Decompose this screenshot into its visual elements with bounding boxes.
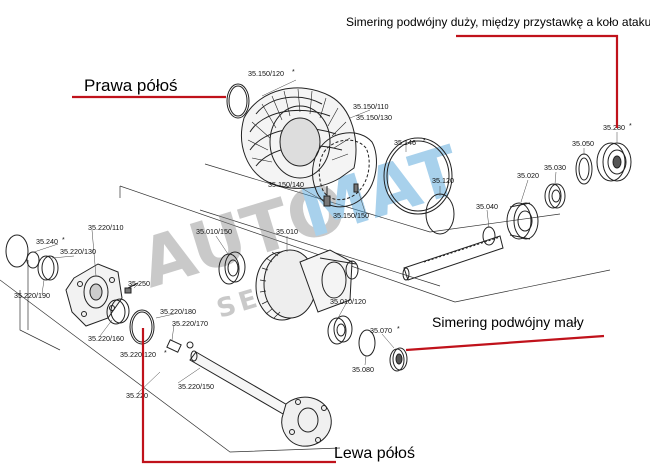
svg-text:*: * [292,69,295,76]
label-35150140: 35.150/140 [268,180,304,189]
axle-shaft-35220150-part [189,350,332,447]
label-35250: 35.250 [128,279,150,288]
label-35220190: 35.220/190 [14,291,50,300]
label-35150130: 35.150/130 [356,113,392,122]
label-35220: 35.220 [126,391,148,400]
callout-right-shaft: Prawa półoś [84,76,178,95]
ring-35050-part [575,153,593,185]
label-35010150: 35.010/150 [196,227,232,236]
label-35020: 35.020 [517,171,539,180]
bushing-35220170-part [166,339,194,353]
bearing-35010150-part [218,251,246,285]
pinion-shaft-part [402,235,504,281]
label-35120: 35.120 [432,176,454,185]
label-35220180: 35.220/180 [160,307,196,316]
gasket-35150130-part [312,132,377,208]
housing-35150-part [240,87,357,189]
label-35040: 35.040 [476,202,498,211]
label-35220110: 35.220/110 [88,223,123,232]
flange-35220110-part [65,263,123,327]
svg-text:*: * [423,138,426,145]
label-35150150: 35.150/150 [333,211,369,220]
ring-gear-35010-part [255,249,359,321]
callout-seal-large: Simering podwójny duży, między przystawk… [346,15,650,29]
callout-texts: Simering podwójny duży, między przystawk… [84,15,650,462]
seal-large-part [596,142,632,182]
bearing-35020-part [506,202,539,240]
bearing-35220130-part [37,255,59,281]
seal-small-part [389,347,408,372]
bearing-35010120-part [327,315,353,345]
ring-35080-part [358,329,376,357]
callout-line-left-shaft [141,328,336,464]
bearing-35030-part [544,183,566,209]
svg-text:*: * [397,326,400,333]
label-35070: 35.070 [370,326,392,335]
label-35220120: 35.220/120 [120,350,156,359]
label-35146: 35.146 [394,138,416,147]
label-35050: 35.050 [572,139,594,148]
label-35220160: 35.220/160 [88,334,124,343]
snap-ring-35040-part [482,226,496,246]
label-35240: 35.240 [36,237,58,246]
callout-lines [72,34,619,464]
callout-left-shaft: Lewa półoś [334,445,415,462]
bolt-35250-part [124,282,139,294]
label-35010120: 35.010/120 [330,297,366,306]
label-35220130: 35.220/130 [60,247,96,256]
label-35010: 35.010 [276,227,298,236]
cover-plate-35146-part [383,137,453,215]
svg-text:*: * [164,350,167,357]
callout-line-seal-small [405,334,605,352]
callout-line-seal-large [456,34,619,128]
bearing-35220160-part [106,298,130,325]
callout-seal-small: Simering podwójny mały [432,314,584,330]
svg-text:*: * [62,237,65,244]
part-labels: 35.150/120 35.150/110 35.150/130 35.146 … [14,69,625,400]
asterisks: * * * * * * [62,69,632,357]
svg-text:*: * [629,123,632,130]
label-35220150: 35.220/150 [178,382,214,391]
leader-lines [33,79,618,394]
o-ring-35150120-part [226,83,250,119]
bolt-35150140-part [323,183,359,207]
label-35150110: 35.150/110 [353,102,388,111]
label-35280: 35.280 [603,123,625,132]
circlip-35240-part [5,234,40,269]
label-35080: 35.080 [352,365,374,374]
label-35150120: 35.150/120 [248,69,284,78]
label-35030: 35.030 [544,163,566,172]
label-35220170: 35.220/170 [172,319,208,328]
